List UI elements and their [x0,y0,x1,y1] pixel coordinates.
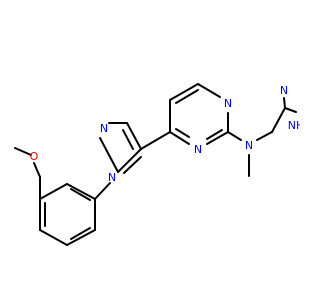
n5-label: N [245,139,253,152]
methoxyphenyl-ring [39,183,96,246]
pyrazole-ring-1 [99,122,142,174]
pyrazole-pyrimidine-bond [140,131,171,150]
aryl-pyrazole-bond [94,182,111,200]
methoxy-group [14,147,41,200]
molecule-canvas: N N N N N N NH O [14,83,300,246]
pyrazole-ring-2 [271,97,297,133]
atom-labels: N N N N N N NH O [30,84,300,184]
n1-label: N [100,122,108,135]
molecule-drawing [14,83,297,246]
nh-label: NH [288,119,300,132]
n6-label: N [280,84,288,97]
pyrimidine-ring [169,83,229,145]
amine-substituents [227,131,273,177]
n2-label: N [108,171,116,184]
n3-label: N [194,143,202,156]
o1-label: O [30,150,39,163]
n4-label: N [224,97,232,110]
